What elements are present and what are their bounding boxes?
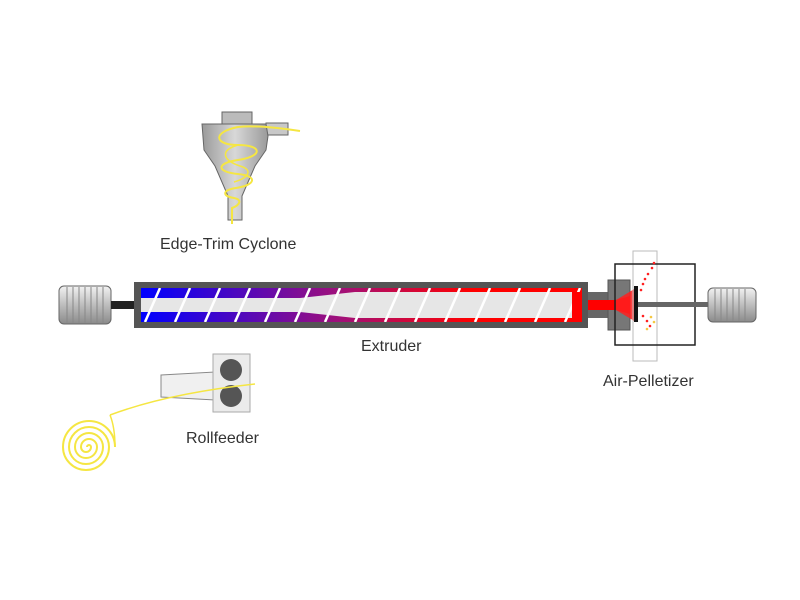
- right-motor-icon: [707, 287, 757, 323]
- pelletizer-label: Air-Pelletizer: [603, 373, 694, 390]
- extruder-barrel: [134, 279, 636, 331]
- rollfeeder-label: Rollfeeder: [186, 430, 259, 447]
- cyclone-label: Edge-Trim Cyclone: [160, 236, 297, 253]
- extruder-label: Extruder: [361, 338, 422, 355]
- film-roll-icon: [61, 383, 256, 471]
- pelletizer-icon: [614, 250, 708, 362]
- cyclone-icon: [201, 111, 301, 224]
- rollfeeder-icon: [160, 353, 251, 413]
- left-motor-icon: [58, 285, 136, 325]
